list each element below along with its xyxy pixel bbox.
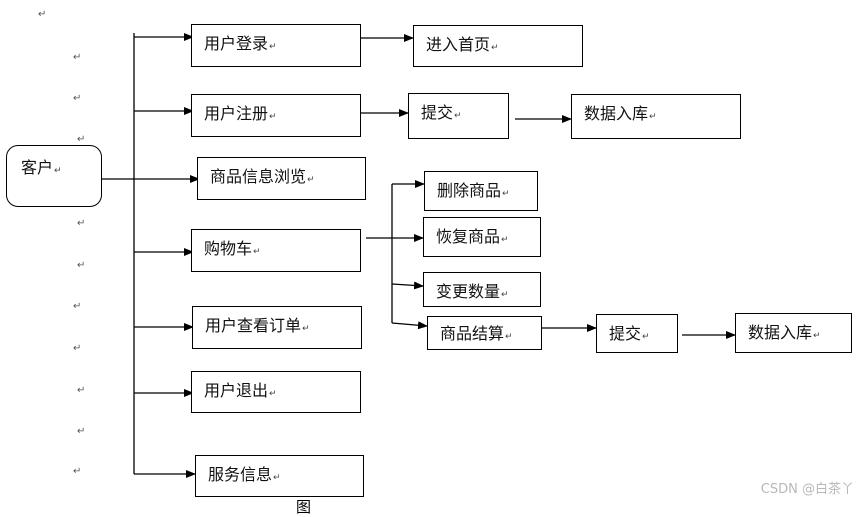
subtrunk-to-checkout-arrow bbox=[391, 321, 428, 330]
paragraph-mark: ↵ bbox=[505, 332, 513, 342]
paragraph-mark: ↵ bbox=[73, 52, 82, 63]
checkout-store-node: 数据入库↵ bbox=[735, 313, 852, 353]
paragraph-mark: ↵ bbox=[642, 332, 650, 342]
paragraph-mark: ↵ bbox=[54, 166, 62, 176]
customer-label: 客户 bbox=[21, 158, 54, 177]
checkout-store-label: 数据入库 bbox=[748, 323, 813, 342]
paragraph-mark: ↵ bbox=[77, 218, 86, 229]
home-node: 进入首页↵ bbox=[413, 25, 583, 67]
login-label: 用户登录 bbox=[204, 34, 269, 53]
cart-label: 购物车 bbox=[204, 239, 253, 258]
checkout-submit-node: 提交↵ bbox=[596, 314, 678, 353]
paragraph-mark: ↵ bbox=[77, 385, 86, 396]
change-qty-label: 变更数量 bbox=[436, 282, 501, 301]
change-qty-node: 变更数量↵ bbox=[423, 272, 541, 307]
checkout-node: 商品结算↵ bbox=[427, 316, 542, 350]
paragraph-mark: ↵ bbox=[253, 247, 261, 257]
register-store-node: 数据入库↵ bbox=[571, 94, 741, 139]
paragraph-mark: ↵ bbox=[813, 331, 821, 341]
paragraph-mark: ↵ bbox=[77, 260, 86, 271]
paragraph-mark: ↵ bbox=[73, 301, 82, 312]
paragraph-mark: ↵ bbox=[269, 112, 277, 122]
restore-item-node: 恢复商品↵ bbox=[423, 217, 541, 257]
figure-caption: 图 bbox=[296, 498, 312, 516]
register-node: 用户注册↵ bbox=[191, 94, 361, 137]
paragraph-mark: ↵ bbox=[501, 235, 509, 245]
orders-node: 用户查看订单↵ bbox=[192, 306, 362, 349]
logout-node: 用户退出↵ bbox=[191, 371, 361, 413]
customer-node: 客户↵ bbox=[6, 145, 102, 207]
browse-node: 商品信息浏览↵ bbox=[197, 157, 366, 200]
paragraph-mark: ↵ bbox=[73, 466, 82, 477]
paragraph-mark: ↵ bbox=[38, 9, 47, 20]
cart-node: 购物车↵ bbox=[191, 229, 361, 272]
paragraph-mark: ↵ bbox=[302, 324, 310, 334]
orders-label: 用户查看订单 bbox=[205, 316, 302, 335]
delete-item-node: 删除商品↵ bbox=[424, 171, 538, 211]
watermark: CSDN @白茶丫 bbox=[760, 482, 854, 497]
register-label: 用户注册 bbox=[204, 104, 269, 123]
subtrunk-to-change-arrow bbox=[391, 281, 424, 290]
restore-item-label: 恢复商品 bbox=[436, 227, 501, 246]
paragraph-mark: ↵ bbox=[269, 42, 277, 52]
paragraph-mark: ↵ bbox=[269, 389, 277, 399]
service-node: 服务信息↵ bbox=[195, 455, 364, 497]
service-label: 服务信息 bbox=[208, 465, 273, 484]
paragraph-mark: ↵ bbox=[307, 175, 315, 185]
delete-item-label: 删除商品 bbox=[437, 181, 502, 200]
register-store-label: 数据入库 bbox=[584, 104, 649, 123]
checkout-label: 商品结算 bbox=[440, 324, 505, 343]
paragraph-mark: ↵ bbox=[454, 111, 462, 121]
paragraph-mark: ↵ bbox=[77, 426, 86, 437]
logout-label: 用户退出 bbox=[204, 381, 269, 400]
flow-connectors bbox=[100, 33, 736, 478]
login-node: 用户登录↵ bbox=[191, 24, 361, 67]
paragraph-mark: ↵ bbox=[73, 93, 82, 104]
paragraph-mark: ↵ bbox=[501, 290, 509, 300]
paragraph-mark: ↵ bbox=[502, 189, 510, 199]
paragraph-mark: ↵ bbox=[649, 112, 657, 122]
paragraph-mark: ↵ bbox=[273, 473, 281, 483]
paragraph-mark: ↵ bbox=[77, 134, 86, 145]
register-submit-label: 提交 bbox=[421, 103, 454, 122]
browse-label: 商品信息浏览 bbox=[210, 167, 307, 186]
paragraph-mark: ↵ bbox=[491, 43, 499, 53]
checkout-submit-label: 提交 bbox=[609, 324, 642, 343]
paragraph-mark: ↵ bbox=[73, 343, 82, 354]
register-submit-node: 提交↵ bbox=[408, 93, 509, 139]
home-label: 进入首页 bbox=[426, 35, 491, 54]
